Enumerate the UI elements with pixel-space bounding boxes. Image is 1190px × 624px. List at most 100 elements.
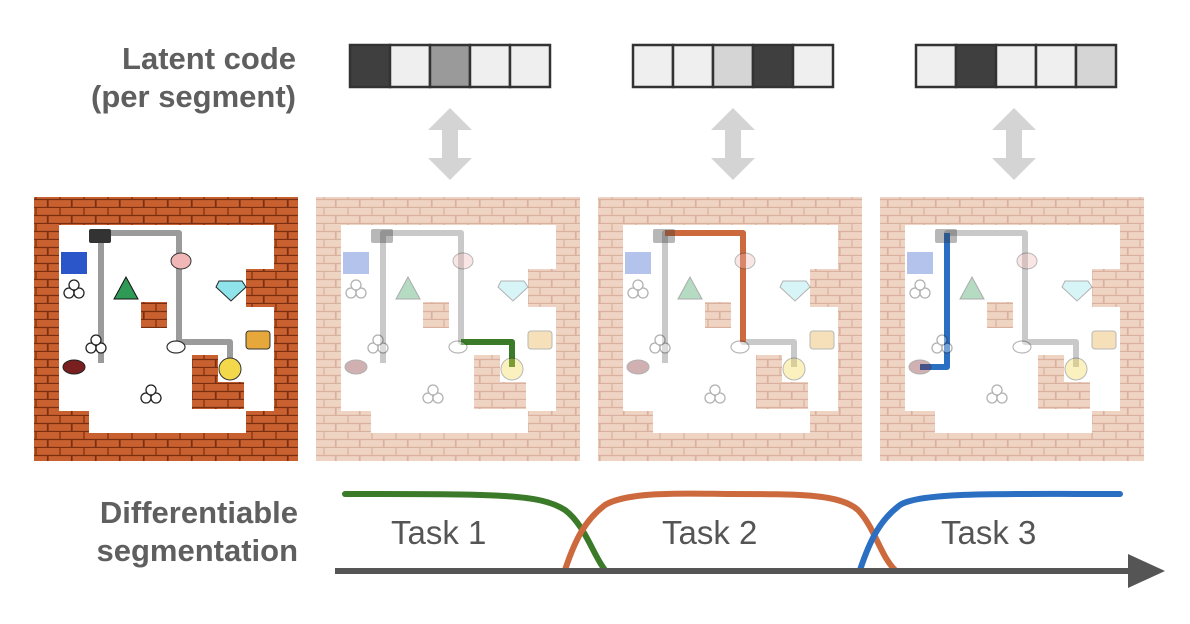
map-brick-block [141,302,167,328]
map-panel-3 [598,197,862,461]
pig-icon [170,252,192,270]
rocks-icon [627,279,649,299]
map-panel-1 [34,197,298,461]
time-axis-arrowhead [1128,554,1165,588]
segmentation-curve-task-2 [562,490,898,573]
map-brick-block [192,355,244,409]
latent-code-cell [954,43,998,89]
map-panel-4 [880,197,1144,461]
task-3-label: Task 3 [941,514,1037,551]
map-brick-block [705,302,731,328]
diamond-icon [1061,280,1093,302]
task-1-label: Task 1 [391,514,487,551]
latent-code-3 [914,43,1118,89]
segmentation-subtitle: segmentation [96,533,298,568]
treasure-chest-icon [527,330,553,350]
task-2-label: Task 2 [662,514,758,551]
latent-code-cell [751,43,795,89]
water-icon [61,252,87,274]
map-icons [343,229,553,404]
latent-code-cell [428,43,472,89]
latent-code-cell [388,43,432,89]
pig-icon [734,252,756,270]
rocks-icon [140,384,162,404]
machine-icon [89,229,111,243]
map-brick-block [756,355,808,409]
goose-icon [730,340,750,354]
goose-icon [448,340,468,354]
segmentation-curve-task-1 [342,491,608,573]
rocks-icon [909,279,931,299]
rocks-icon [649,334,671,354]
rocks-icon [704,384,726,404]
latent-code-cell [1074,43,1118,89]
rocks-icon [345,279,367,299]
map-brick-block [474,355,526,409]
latent-code-cell [631,43,675,89]
rocks-icon [931,334,953,354]
segmentation-curve-task-3 [857,490,1123,573]
double-arrow-3 [992,108,1036,180]
goal-smiley-icon [218,357,242,381]
machine-icon [371,229,393,243]
map-route-segment [461,339,515,367]
map-brick-block [987,302,1013,328]
rocks-icon [422,384,444,404]
water-icon [907,252,933,274]
goose-icon [1012,340,1032,354]
treasure-chest-icon [1091,330,1117,350]
treasure-chest-icon [809,330,835,350]
tree-icon [677,275,703,300]
diamond-icon [215,280,247,302]
map-panel-2 [316,197,580,461]
map-icons [907,229,1117,404]
rocks-icon [986,384,1008,404]
goal-smiley-icon [782,357,806,381]
map-route-segment [920,233,950,370]
latent-code-cell [348,43,392,89]
latent-code-cell [508,43,552,89]
tree-icon [959,275,985,300]
map-floor [59,225,274,433]
latent-code-subtitle: (per segment) [91,79,296,114]
rocks-icon [85,334,107,354]
meat-icon [62,359,86,375]
diamond-icon [779,280,811,302]
map-brick-block [1038,355,1090,409]
goal-smiley-icon [1064,357,1088,381]
tree-icon [113,275,139,300]
pig-icon [452,252,474,270]
latent-code-cell [468,43,512,89]
goal-smiley-icon [500,357,524,381]
double-arrow-1 [428,108,472,180]
map-floor [341,225,556,433]
water-icon [625,252,651,274]
map-route-segment [665,230,746,342]
pig-icon [1016,252,1038,270]
latent-code-2 [631,43,835,89]
meat-icon [344,359,368,375]
double-arrow-2 [711,108,755,180]
map-icons [61,229,271,404]
latent-code-label: Latent code (per segment) [20,40,296,116]
map-route [98,230,233,367]
diamond-icon [497,280,529,302]
map-floor [623,225,838,433]
latent-code-cell [994,43,1038,89]
map-floor [905,225,1120,433]
latent-code-cell [791,43,835,89]
latent-code-cell [914,43,958,89]
latent-code-cell [1034,43,1078,89]
tree-icon [395,275,421,300]
rocks-icon [367,334,389,354]
meat-icon [908,359,932,375]
goose-icon [166,340,186,354]
machine-icon [935,229,957,243]
map-icons [625,229,835,404]
latent-code-cell [671,43,715,89]
water-icon [343,252,369,274]
segmentation-title: Differentiable [99,495,298,530]
machine-icon [653,229,675,243]
rocks-icon [63,279,85,299]
map-brick-block [423,302,449,328]
